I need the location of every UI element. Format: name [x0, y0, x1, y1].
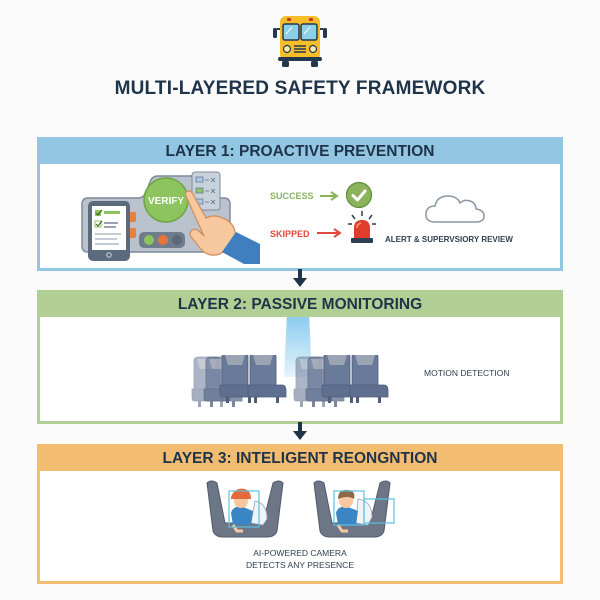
- page-title: MULTI-LAYERED SAFETY FRAMEWORK: [114, 78, 486, 99]
- alert-review-label: ALERT & SUPERVSIORY REVIEW: [385, 235, 513, 244]
- check-circle-icon: [345, 181, 373, 209]
- svg-text:VERIFY: VERIFY: [148, 196, 184, 207]
- ai-camera-caption-line2: DETECTS ANY PRESENCE: [245, 560, 354, 570]
- cloud-icon: [425, 195, 485, 223]
- arrow-down-icon: [293, 422, 307, 440]
- school-bus-icon: [273, 16, 327, 67]
- ai-camera-caption: AI-POWERED CAMERA DETECTS ANY PRESENCE: [40, 547, 560, 571]
- layer-1-title: LAYER 1: PROACTIVE PREVENTION: [40, 140, 560, 164]
- layer-1-body: VERIFY S: [40, 164, 560, 268]
- arrow-down-icon: [293, 269, 307, 287]
- layer-1-panel: LAYER 1: PROACTIVE PREVENTION VERIFY: [37, 137, 563, 271]
- layer-2-body: MOTION DETECTION: [40, 317, 560, 421]
- child-in-seat-detected-icon: [313, 480, 395, 538]
- layer-3-panel: LAYER 3: INTELIGENT REONGNTION AI-POWERE…: [37, 444, 563, 584]
- tablet-checklist-icon: [88, 201, 130, 261]
- alarm-siren-icon: [348, 211, 376, 243]
- layer-3-title: LAYER 3: INTELIGENT REONGNTION: [40, 447, 560, 471]
- arrow-right-success-icon: [320, 191, 339, 201]
- layer-3-body: AI-POWERED CAMERA DETECTS ANY PRESENCE: [40, 471, 560, 581]
- arrow-right-skipped-icon: [317, 228, 342, 238]
- skipped-label: SKIPPED: [270, 229, 310, 239]
- motion-detection-label: MOTION DETECTION: [424, 368, 510, 378]
- ai-camera-caption-line1: AI-POWERED CAMERA: [253, 548, 347, 558]
- layer-2-panel: LAYER 2: PASSIVE MONITORING MOTION: [37, 290, 563, 424]
- child-in-seat-detected-icon: [206, 480, 284, 538]
- layer-2-title: LAYER 2: PASSIVE MONITORING: [40, 293, 560, 317]
- hand-pointer-icon: [184, 190, 260, 264]
- success-label: SUCCESS: [270, 191, 314, 201]
- bus-seats-icon: [191, 355, 389, 408]
